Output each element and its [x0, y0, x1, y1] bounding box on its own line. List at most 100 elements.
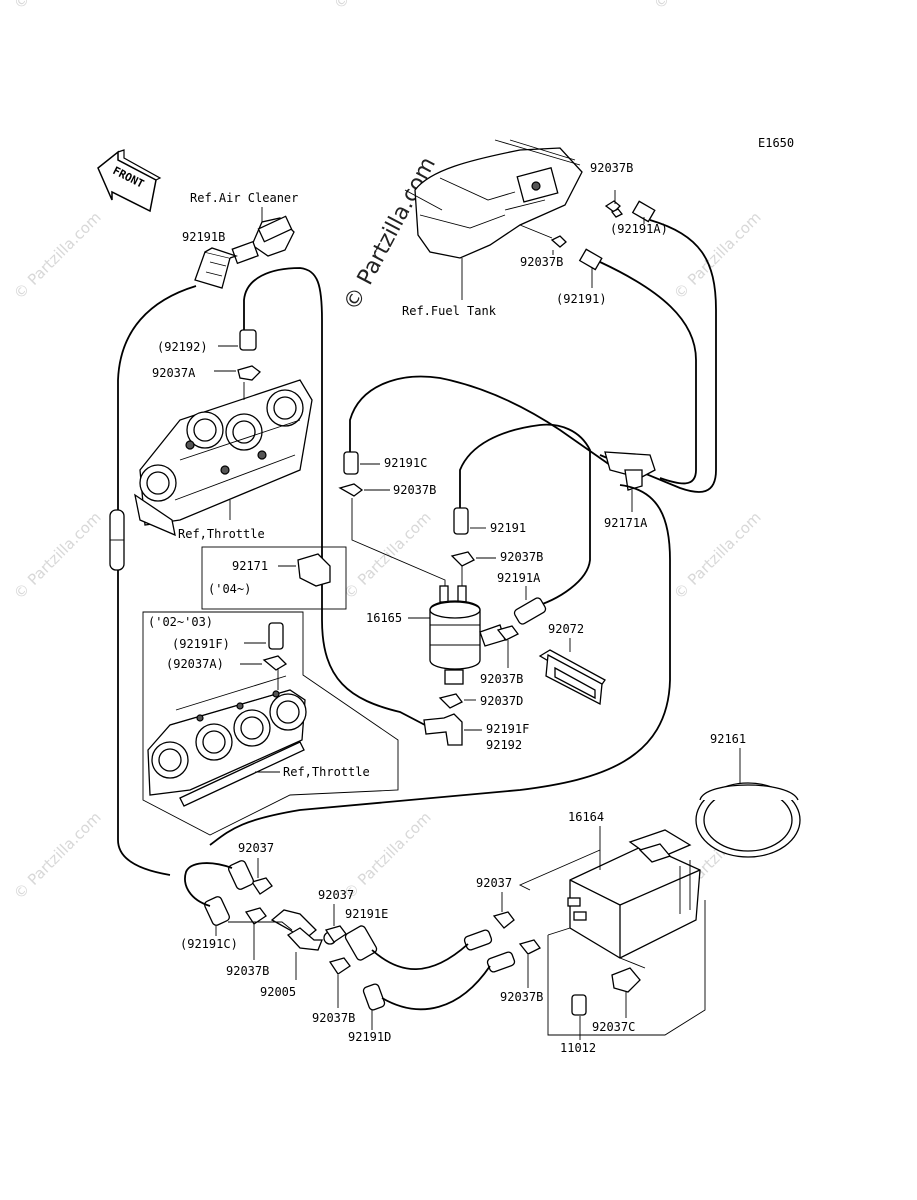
part-11012: 11012: [560, 1041, 596, 1055]
watermark: © Partzilla.com: [330, 0, 425, 13]
clip-92037C: [611, 967, 641, 993]
hose-92191E-line: [371, 943, 469, 970]
clip-92037: [324, 925, 347, 943]
canister-16164: [567, 829, 701, 959]
diagram-code: E1650: [758, 136, 794, 150]
part-92191F: 92191F: [486, 722, 529, 736]
year-02-03: ('02~'03): [148, 615, 213, 629]
part-92037A-paren: (92037A): [166, 657, 224, 671]
fuel-filter-16165: [429, 585, 506, 685]
part-92191B: 92191B: [182, 230, 225, 244]
hose-92191D: [362, 983, 386, 1011]
part-92037B: 92037B: [312, 1011, 355, 1025]
hose-92191B: [194, 247, 239, 289]
bracket-lines: [547, 927, 612, 1036]
joint-92005: [270, 909, 337, 951]
clip-92037D: [438, 693, 463, 709]
hose-92191A: [513, 597, 547, 625]
band-92072: [538, 649, 606, 706]
hose-sleeve: [228, 860, 254, 890]
part-92037: 92037: [476, 876, 512, 890]
box-04: [201, 546, 347, 610]
watermark: © Partzilla.com: [10, 508, 105, 603]
cap-11012: [571, 994, 587, 1016]
clip-92037B: [328, 957, 351, 975]
hose-connector: [321, 619, 426, 726]
part-92037B: 92037B: [520, 255, 563, 269]
throttle-body-top: [134, 379, 313, 537]
top-right-parts: [519, 190, 656, 288]
part-92037A: 92037A: [152, 366, 196, 380]
part-92191A-paren: (92191A): [610, 222, 668, 236]
watermark: © Partzilla.com: [650, 0, 745, 13]
ref-air-cleaner: Ref.Air Cleaner: [190, 191, 298, 205]
clip-92037B: [244, 907, 267, 925]
part-92192-paren: (92192): [157, 340, 208, 354]
ref-fuel-tank: Ref.Fuel Tank: [402, 304, 497, 318]
ring-92161: [695, 782, 801, 858]
part-92192: 92192: [486, 738, 522, 752]
clip-92037A: [237, 365, 261, 381]
hose-92191A: [599, 219, 717, 493]
front-arrow-icon: FRONT: [97, 149, 162, 213]
watermark: © Partzilla.com: [10, 0, 105, 13]
throttle-body-bottom: [147, 668, 307, 807]
part-92037B: 92037B: [500, 550, 543, 564]
part-92037B: 92037B: [480, 672, 523, 686]
part-92191A: 92191A: [497, 571, 541, 585]
hose-end: [486, 951, 516, 973]
part-92072: 92072: [548, 622, 584, 636]
watermark: © Partzilla.com: [10, 208, 105, 303]
ref-throttle-bottom: Ref,Throttle: [283, 765, 370, 779]
clip-92037: [250, 877, 273, 895]
elbow-92191F: [423, 713, 463, 746]
ref-throttle-top: Ref,Throttle: [178, 527, 265, 541]
part-92037B: 92037B: [590, 161, 633, 175]
year-04: ('04~): [208, 582, 251, 596]
part-92171: 92171: [232, 559, 268, 573]
part-92161: 92161: [710, 732, 746, 746]
part-92191: 92191: [490, 521, 526, 535]
vent-hose: [243, 267, 323, 620]
watermark-layer: © Partzilla.com © Partzilla.com © Partzi…: [10, 0, 765, 903]
clip-92037B: [450, 551, 475, 567]
air-cleaner-ref: [231, 207, 295, 265]
clip-92037B: [496, 625, 519, 641]
hose-92191E: [344, 925, 378, 961]
part-16165: 16165: [366, 611, 402, 625]
hose-end: [463, 929, 493, 951]
watermark: © Partzilla.com: [340, 808, 435, 903]
part-92191C: 92191C: [384, 456, 427, 470]
fuel-tank-ref: [404, 139, 583, 300]
clip-92037: [492, 911, 515, 929]
part-92191C-paren: (92191C): [180, 937, 238, 951]
hose-92191C-line: [184, 862, 233, 907]
right-hose-loop: [209, 484, 671, 846]
clip-92037B: [518, 939, 541, 955]
hose-92191C: [204, 896, 230, 926]
watermark: © Partzilla.com: [10, 808, 105, 903]
part-92191F-paren: (92191F): [172, 637, 230, 651]
box-02-03: [142, 611, 399, 836]
hose-92191F: [268, 622, 284, 650]
hose-92191C: [349, 375, 611, 466]
part-92037: 92037: [318, 888, 354, 902]
clip-92037B: [338, 483, 364, 497]
part-16164: 16164: [568, 810, 604, 824]
hose-92191: [599, 261, 697, 485]
part-92191-paren: (92191): [556, 292, 607, 306]
part-92191E: 92191E: [345, 907, 388, 921]
left-hose-loop: [117, 285, 197, 876]
hose-92191: [453, 507, 469, 535]
clamp-92171A: [604, 451, 656, 512]
watermark: © Partzilla.com: [670, 508, 765, 603]
part-92037D: 92037D: [480, 694, 523, 708]
bracket-lines: [612, 900, 706, 1036]
hose-92191C: [343, 451, 359, 475]
part-92037B: 92037B: [226, 964, 269, 978]
hose-92192: [239, 329, 257, 351]
hose-92191: [459, 423, 591, 609]
part-92005: 92005: [260, 985, 296, 999]
part-92037: 92037: [238, 841, 274, 855]
